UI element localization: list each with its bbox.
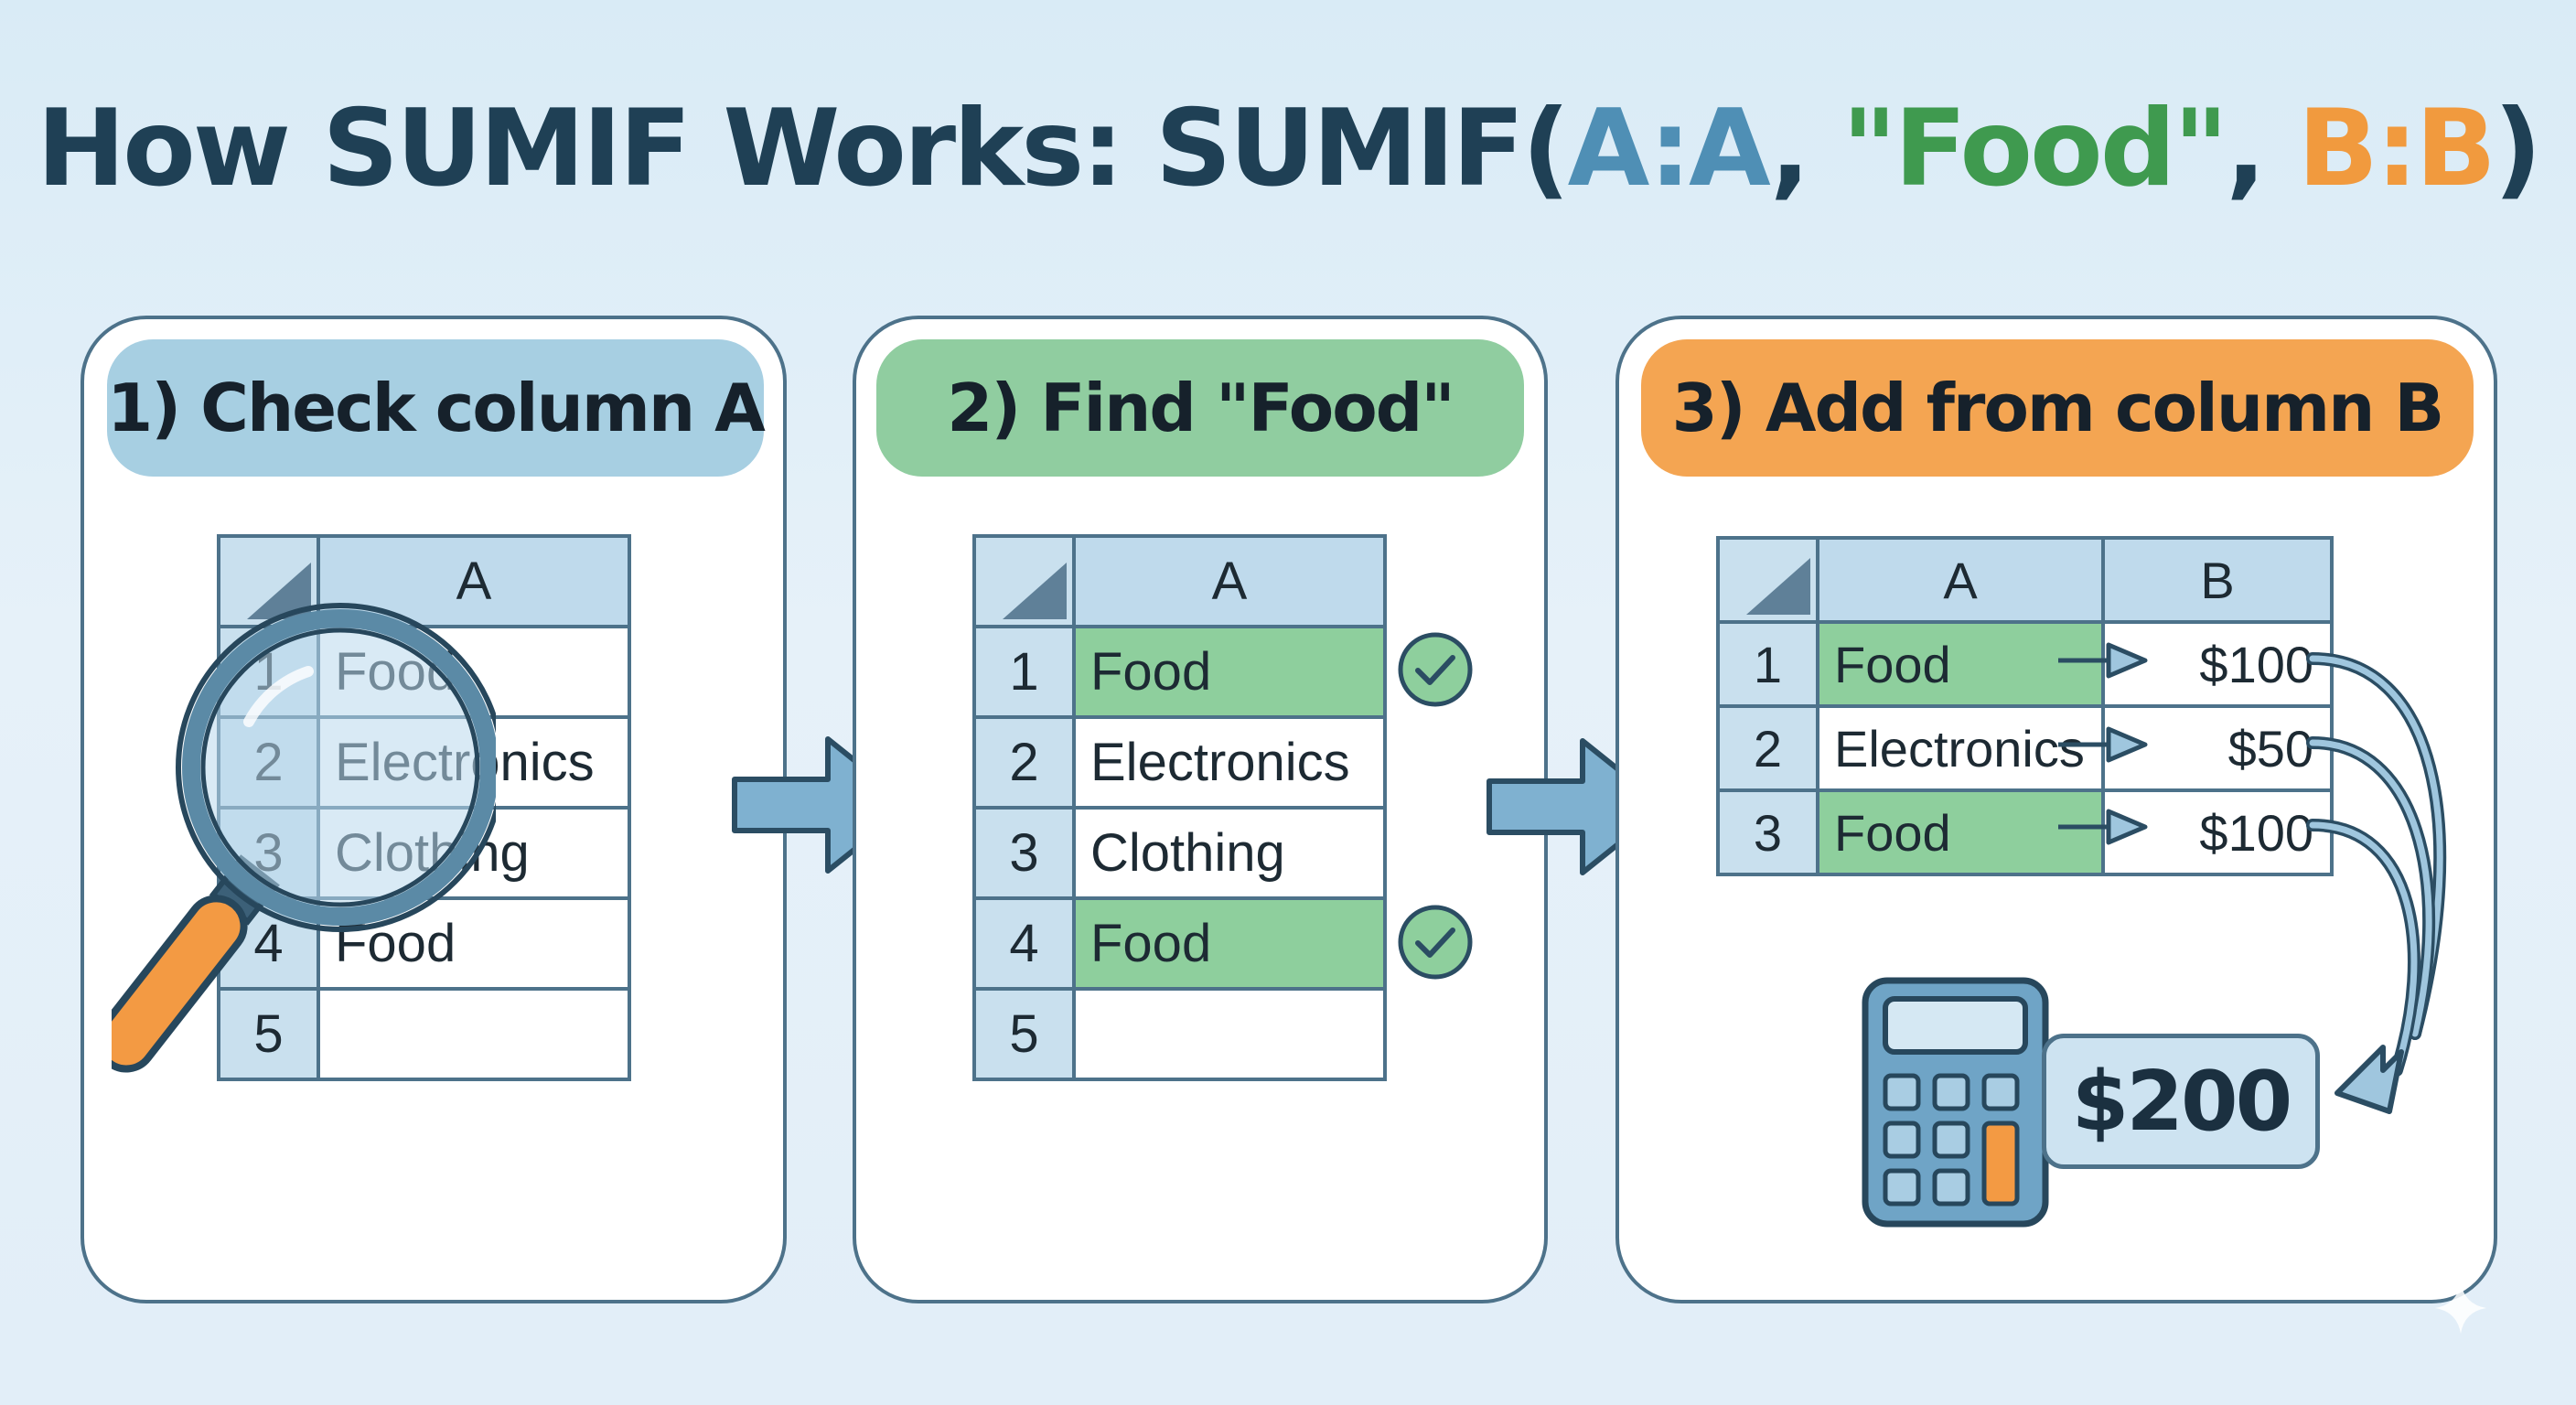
row-number: 4 [972,896,1076,991]
sum-result: $200 [2042,1034,2320,1169]
step-2-label: 2) Find "Food" [876,339,1524,477]
table-row: 4 Food [972,896,1387,991]
cell-a1-match: Food [1816,620,2105,708]
table-row: 2 Electronics [972,715,1387,810]
table-row: 5 [217,987,631,1081]
table-row: 2 Electronics $50 [1716,704,2334,792]
cell-a2: Electronics [1816,704,2105,792]
step-3-label: 3) Add from column B [1641,339,2474,477]
table-row: 3 Clothing [972,806,1387,900]
title-criteria-arg: "Food" [1841,87,2228,210]
column-header-a: A [1072,534,1387,628]
table-row: 1 Food $100 [1716,620,2334,708]
cell-a3: Clothing [1072,806,1387,900]
title-sep-2: , [2226,87,2298,210]
column-header-a: A [1816,536,2105,624]
title-range-arg: A:A [1567,87,1773,210]
title-prefix: How SUMIF Works: SUMIF( [37,87,1571,210]
magnifying-glass-icon [112,603,496,1073]
row-number: 3 [972,806,1076,900]
title-sep-1: , [1769,87,1842,210]
row-number: 3 [1716,788,1819,876]
column-header-b: B [2101,536,2334,624]
table-row: 1 Food [972,625,1387,719]
title-sum-arg: B:B [2297,87,2496,210]
table-row: 3 Food $100 [1716,788,2334,876]
cell-a2: Electronics [1072,715,1387,810]
table-header-row: A B [1716,536,2334,624]
step-1-panel: 1) Check column A A 1 Food 2 Electronics… [80,316,787,1303]
step-2-panel: 2) Find "Food" A 1 Food 2 Electronics 3 … [853,316,1548,1303]
step-1-label: 1) Check column A [107,339,766,477]
row-number: 5 [217,987,320,1081]
row-number: 1 [972,625,1076,719]
table-header-row: A [972,534,1387,628]
column-header-a: A [317,534,631,628]
select-all-corner [1716,536,1819,624]
table-row: 5 [972,987,1387,1081]
calculator-icon [1862,977,2049,1228]
cell-a4-match: Food [1072,896,1387,991]
row-number: 5 [972,987,1076,1081]
select-all-corner [972,534,1076,628]
cell-b1: $100 [2101,620,2334,708]
cell-b3: $100 [2101,788,2334,876]
step-3-table: A B 1 Food $100 2 Electronics $50 3 Food… [1716,536,2334,876]
cell-a1-match: Food [1072,625,1387,719]
check-circle-icon [1398,905,1473,980]
cell-a3-match: Food [1816,788,2105,876]
page-title: How SUMIF Works: SUMIF(A:A, "Food", B:B) [0,87,2576,210]
cell-b2: $50 [2101,704,2334,792]
title-suffix: ) [2493,87,2542,210]
row-number: 2 [1716,704,1819,792]
cell-a4: Food [317,896,631,991]
row-number: 1 [1716,620,1819,708]
sparkle-icon [2435,1282,2486,1334]
row-number: 2 [972,715,1076,810]
check-circle-icon [1398,632,1473,707]
cell-a5 [317,987,631,1081]
table-header-row: A [217,534,631,628]
cell-a5 [1072,987,1387,1081]
step-2-table: A 1 Food 2 Electronics 3 Clothing 4 Food… [972,534,1387,1081]
